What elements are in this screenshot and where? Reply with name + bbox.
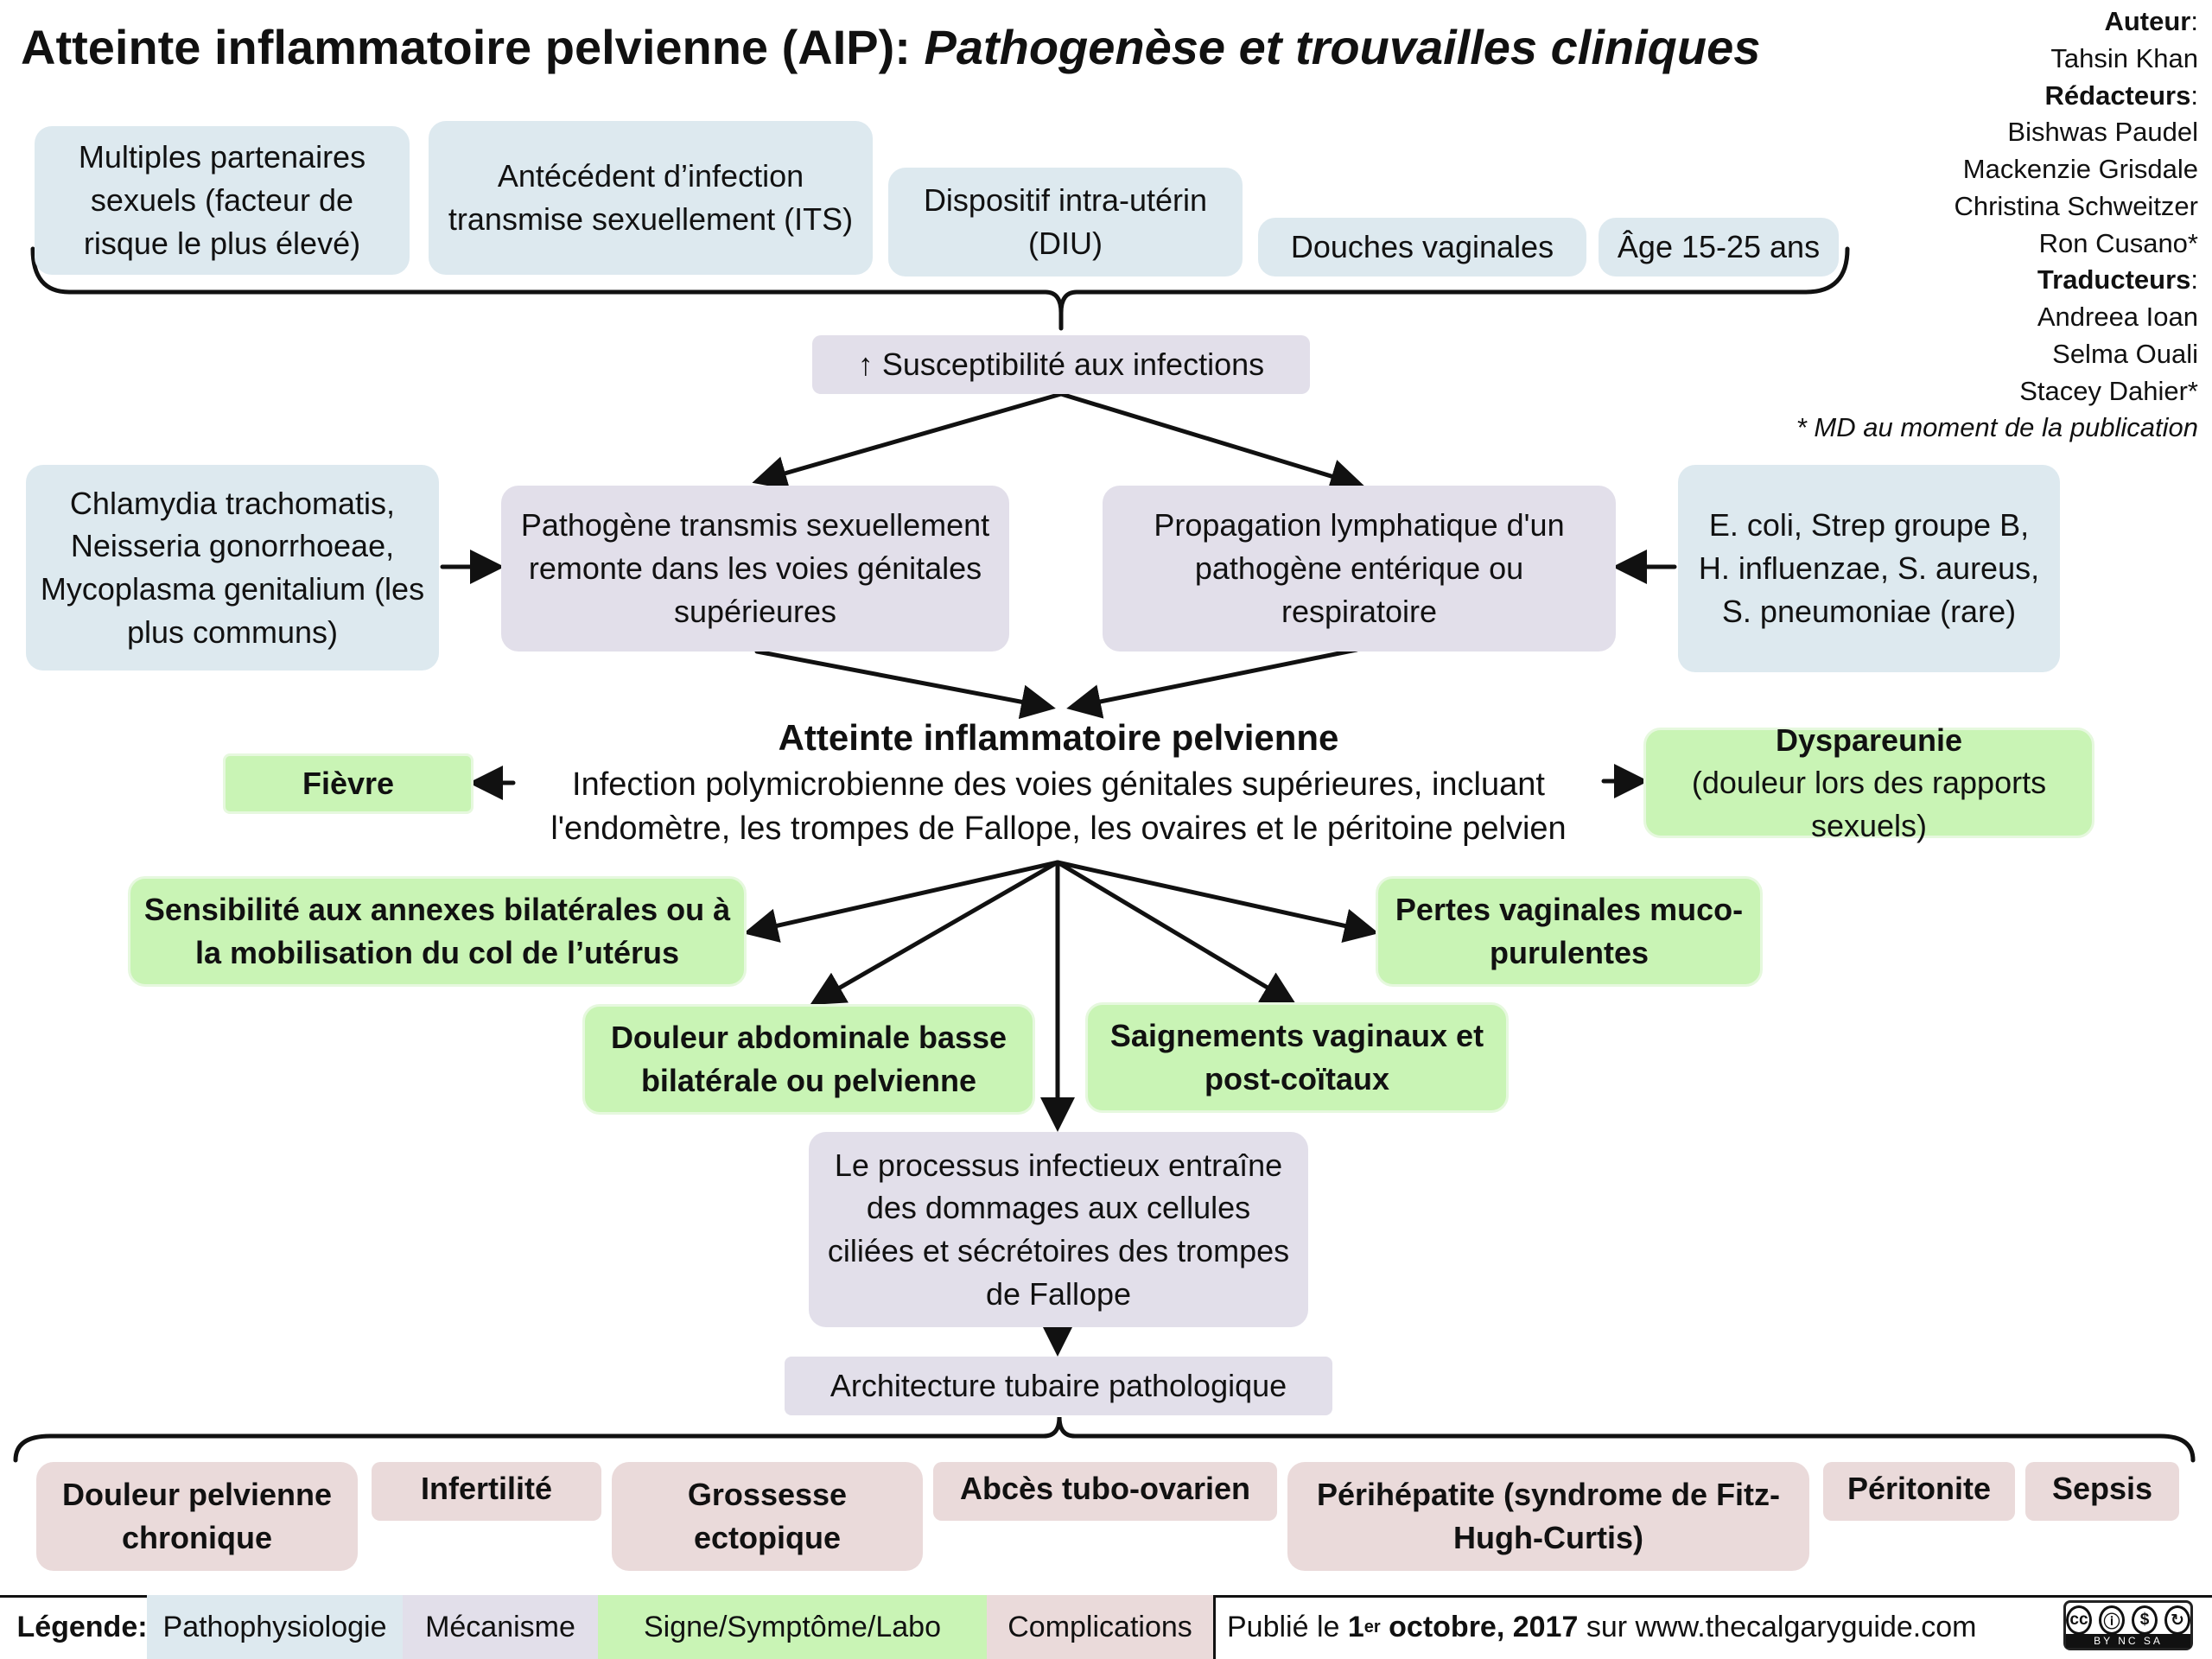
translator-name: Andreea Ioan xyxy=(2037,302,2198,333)
arrow-to-discharge xyxy=(1055,860,1379,944)
pid-central: Atteinte inflammatoire pelvienne Infecti… xyxy=(510,714,1607,851)
risk-label: Âge 15-25 ans xyxy=(1617,229,1821,265)
title-main: Atteinte inflammatoire pelvienne (AIP): xyxy=(21,20,911,74)
tubal-architecture-label: Architecture tubaire pathologique xyxy=(830,1368,1287,1404)
susceptibility-box: ↑ Susceptibilité aux infections xyxy=(812,335,1310,394)
arrow-ascending-to-pid xyxy=(754,649,1056,720)
complication-ectopic-pregnancy: Grossesse ectopique xyxy=(612,1462,923,1571)
tubal-architecture-box: Architecture tubaire pathologique xyxy=(785,1357,1332,1415)
arrow-to-bleeding xyxy=(1055,860,1297,1006)
risk-label: Dispositif intra-utérin (DIU) xyxy=(923,182,1208,261)
arrow-to-abdominal-pain xyxy=(810,860,1060,1005)
risk-douching: Douches vaginales xyxy=(1258,218,1586,276)
risk-label: Antécédent d’infection transmise sexuell… xyxy=(448,158,854,237)
common-pathogens-box: Chlamydia trachomatis, Neisseria gonorrh… xyxy=(26,465,439,671)
cc-icon: cc xyxy=(2066,1605,2092,1635)
sign-fever: Fièvre xyxy=(223,753,474,814)
editor-name: Ron Cusano* xyxy=(2038,227,2198,258)
sign-description: (douleur lors des rapports sexuels) xyxy=(1691,765,2047,843)
risk-multiple-partners: Multiples partenaires sexuels (facteur d… xyxy=(35,126,410,275)
ascending-mechanism-box: Pathogène transmis sexuellement remonte … xyxy=(501,486,1009,652)
sign-label: Sensibilité aux annexes bilatérales ou à… xyxy=(143,892,731,970)
website-link[interactable]: sur www.thecalgaryguide.com xyxy=(1586,1610,1977,1643)
arrow-to-lymphatic xyxy=(1058,391,1365,493)
editors-label: Rédacteurs xyxy=(2044,79,2191,111)
complication-tubo-ovarian-abscess: Abcès tubo-ovarien xyxy=(933,1462,1277,1521)
sharealike-icon: ↻ xyxy=(2164,1605,2190,1635)
susceptibility-label: ↑ Susceptibilité aux infections xyxy=(857,346,1265,383)
common-pathogens-label: Chlamydia trachomatis, Neisseria gonorrh… xyxy=(40,485,425,650)
complication-label: Infertilité xyxy=(420,1471,552,1506)
author-name: Tahsin Khan xyxy=(2050,42,2198,73)
editor-name: Bishwas Paudel xyxy=(2007,117,2198,148)
author-label: Auteur xyxy=(2104,6,2191,36)
legend-pathophysiology: Pathophysiologie xyxy=(147,1595,403,1659)
cc-license-icon[interactable]: cc ⓘ $ ↻ BY NC SA xyxy=(2063,1600,2193,1650)
legend-sign-symptom: Signe/Symptôme/Labo xyxy=(598,1595,987,1659)
sign-abdominal-pain: Douleur abdominale basse bilatérale ou p… xyxy=(582,1004,1035,1115)
complication-infertility: Infertilité xyxy=(372,1462,601,1521)
legend-complications: Complications xyxy=(987,1595,1213,1659)
complication-label: Grossesse ectopique xyxy=(687,1477,848,1555)
credits: Auteur: Tahsin Khan Rédacteurs: Bishwas … xyxy=(1796,6,2198,443)
page-title: Atteinte inflammatoire pelvienne (AIP): … xyxy=(21,19,1760,75)
attribution-icon: ⓘ xyxy=(2099,1605,2125,1635)
complication-sepsis: Sepsis xyxy=(2025,1462,2179,1521)
lymphatic-mechanism-label: Propagation lymphatique d'un pathogène e… xyxy=(1154,507,1565,629)
pid-heading: Atteinte inflammatoire pelvienne xyxy=(778,717,1339,758)
risk-label: Douches vaginales xyxy=(1290,229,1554,265)
credits-note: * MD au moment de la publication xyxy=(1796,412,2198,443)
sign-label: Dyspareunie xyxy=(1775,721,1963,758)
pid-description: Infection polymicrobienne des voies géni… xyxy=(550,766,1567,847)
ascending-mechanism-label: Pathogène transmis sexuellement remonte … xyxy=(520,507,990,629)
title-subtitle: Pathogenèse et trouvailles cliniques xyxy=(924,20,1761,74)
legend-bar: Légende: Pathophysiologie Mécanisme Sign… xyxy=(0,1595,2212,1659)
lymphatic-mechanism-box: Propagation lymphatique d'un pathogène e… xyxy=(1103,486,1616,652)
sign-label: Pertes vaginales muco-purulentes xyxy=(1395,892,1744,970)
risk-sti-history: Antécédent d’infection transmise sexuell… xyxy=(429,121,873,275)
sign-label: Douleur abdominale basse bilatérale ou p… xyxy=(610,1020,1007,1098)
legend-label: Légende: xyxy=(16,1610,148,1643)
arrow-to-adnexal xyxy=(743,860,1060,943)
complication-label: Douleur pelvienne chronique xyxy=(61,1477,333,1555)
complication-perihepatitis: Périhépatite (syndrome de Fitz-Hugh-Curt… xyxy=(1287,1462,1809,1571)
published-day: 1 xyxy=(1347,1610,1364,1643)
tubal-damage-box: Le processus infectieux entraîne des dom… xyxy=(809,1132,1308,1327)
tubal-damage-label: Le processus infectieux entraîne des dom… xyxy=(827,1147,1290,1312)
sign-adnexal-tenderness: Sensibilité aux annexes bilatérales ou à… xyxy=(128,876,747,987)
translators-label: Traducteurs xyxy=(2037,264,2191,296)
complication-chronic-pain: Douleur pelvienne chronique xyxy=(36,1462,358,1571)
editor-name: Christina Schweitzer xyxy=(1954,190,2198,221)
legend-mechanism: Mécanisme xyxy=(403,1595,598,1659)
rare-pathogens-label: E. coli, Strep groupe B, H. influenzae, … xyxy=(1698,507,2040,629)
complication-label: Péritonite xyxy=(1847,1471,1992,1506)
sign-label: Fièvre xyxy=(302,766,395,802)
translator-name: Stacey Dahier* xyxy=(2019,375,2198,406)
complication-label: Périhépatite (syndrome de Fitz-Hugh-Curt… xyxy=(1316,1477,1781,1555)
risk-age: Âge 15-25 ans xyxy=(1599,218,1839,276)
published-day-suffix: er xyxy=(1363,1617,1381,1637)
risk-label: Multiples partenaires sexuels (facteur d… xyxy=(78,139,366,261)
rare-pathogens-box: E. coli, Strep groupe B, H. influenzae, … xyxy=(1678,465,2060,672)
complication-peritonitis: Péritonite xyxy=(1823,1462,2015,1521)
editor-name: Mackenzie Grisdale xyxy=(1962,154,2198,185)
complications-brace xyxy=(13,1416,2196,1463)
published-prefix: Publié le xyxy=(1227,1610,1340,1643)
risk-iud: Dispositif intra-utérin (DIU) xyxy=(888,168,1243,276)
translator-name: Selma Ouali xyxy=(2052,338,2198,369)
license-tag: BY NC SA xyxy=(2066,1634,2190,1648)
complication-label: Abcès tubo-ovarien xyxy=(959,1471,1251,1506)
sign-dyspareunia: Dyspareunie (douleur lors des rapports s… xyxy=(1643,722,2094,843)
sign-vaginal-bleeding: Saignements vaginaux et post-coïtaux xyxy=(1085,1002,1509,1113)
arrow-lymphatic-to-pid xyxy=(1066,647,1359,719)
arrow-to-ascending xyxy=(752,391,1064,490)
published-date: octobre, 2017 xyxy=(1389,1610,1579,1643)
sign-label: Saignements vaginaux et post-coïtaux xyxy=(1109,1018,1484,1096)
sign-vaginal-discharge: Pertes vaginales muco-purulentes xyxy=(1376,876,1763,987)
complication-label: Sepsis xyxy=(2051,1471,2153,1506)
noncommercial-icon: $ xyxy=(2132,1605,2158,1635)
